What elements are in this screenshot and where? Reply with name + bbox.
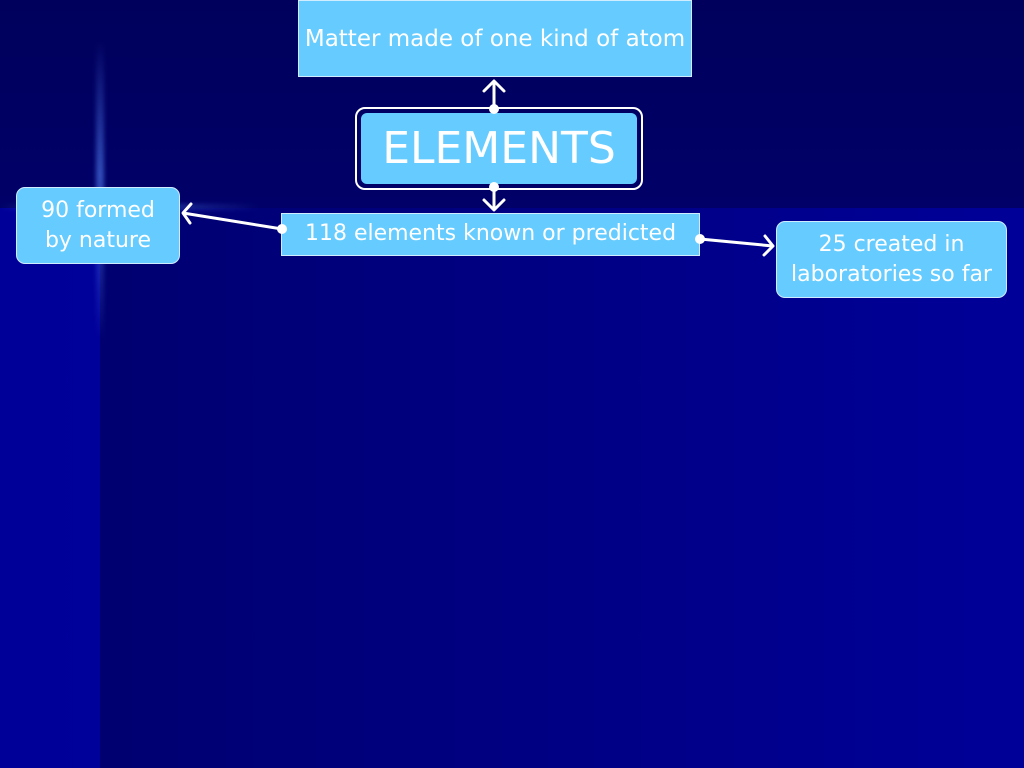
natural-elements-line-2: by nature [44,227,152,253]
known-elements-text: 118 elements known or predicted [304,221,677,246]
lab-elements-line-2: laboratories so far [791,261,992,287]
natural-elements-line-1: 90 formed [41,197,155,223]
background-main [100,208,1024,768]
elements-box-frame [355,107,643,190]
lab-elements-box: 25 created in laboratories so far [776,221,1007,298]
natural-elements-box: 90 formed by nature [16,187,180,264]
lab-elements-line-1: 25 created in [818,231,965,257]
elements-box: ELEMENTS [361,113,637,184]
elements-title: ELEMENTS [382,123,616,174]
definition-text: Matter made of one kind of atom [304,25,686,52]
definition-box: Matter made of one kind of atom [298,0,692,77]
background-left-strip [0,208,100,768]
known-elements-box: 118 elements known or predicted [281,213,700,256]
